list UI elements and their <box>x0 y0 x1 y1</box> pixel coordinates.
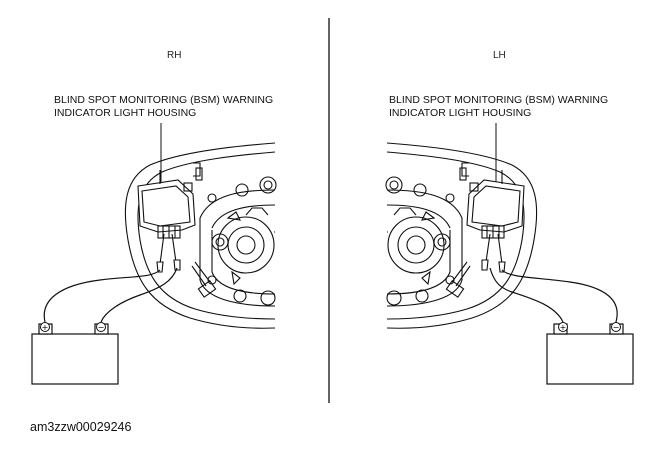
lh-positive-terminal: + <box>558 322 568 332</box>
lh-battery <box>546 323 634 385</box>
rh-negative-symbol: − <box>98 323 105 332</box>
lh-side-label: LH <box>493 50 506 61</box>
lh-mirror-assembly <box>385 142 538 329</box>
lh-positive-lead <box>489 267 564 323</box>
rh-callout-line1: BLIND SPOT MONITORING (BSM) WARNING <box>54 94 274 106</box>
rh-positive-terminal: + <box>40 322 50 332</box>
rh-battery <box>31 323 119 385</box>
lh-negative-symbol: − <box>613 323 620 332</box>
lh-callout-line2: INDICATOR LIGHT HOUSING <box>389 107 532 119</box>
rh-side-label: RH <box>167 50 182 61</box>
rh-negative-lead <box>100 267 178 323</box>
rh-negative-terminal: − <box>96 322 106 332</box>
lh-negative-lead <box>501 269 618 323</box>
lh-callout-line1: BLIND SPOT MONITORING (BSM) WARNING <box>389 94 609 106</box>
lh-callout-label: BLIND SPOT MONITORING (BSM) WARNING INDI… <box>389 94 608 120</box>
rh-positive-symbol: + <box>42 323 49 332</box>
rh-callout-label: BLIND SPOT MONITORING (BSM) WARNING INDI… <box>54 94 273 120</box>
rh-positive-lead <box>43 269 161 323</box>
rh-callout-line2: INDICATOR LIGHT HOUSING <box>54 107 197 119</box>
figure-id: am3zzw00029246 <box>30 420 132 434</box>
lh-negative-terminal: − <box>611 322 621 332</box>
rh-mirror-assembly <box>124 142 277 329</box>
lh-positive-symbol: + <box>560 323 567 332</box>
